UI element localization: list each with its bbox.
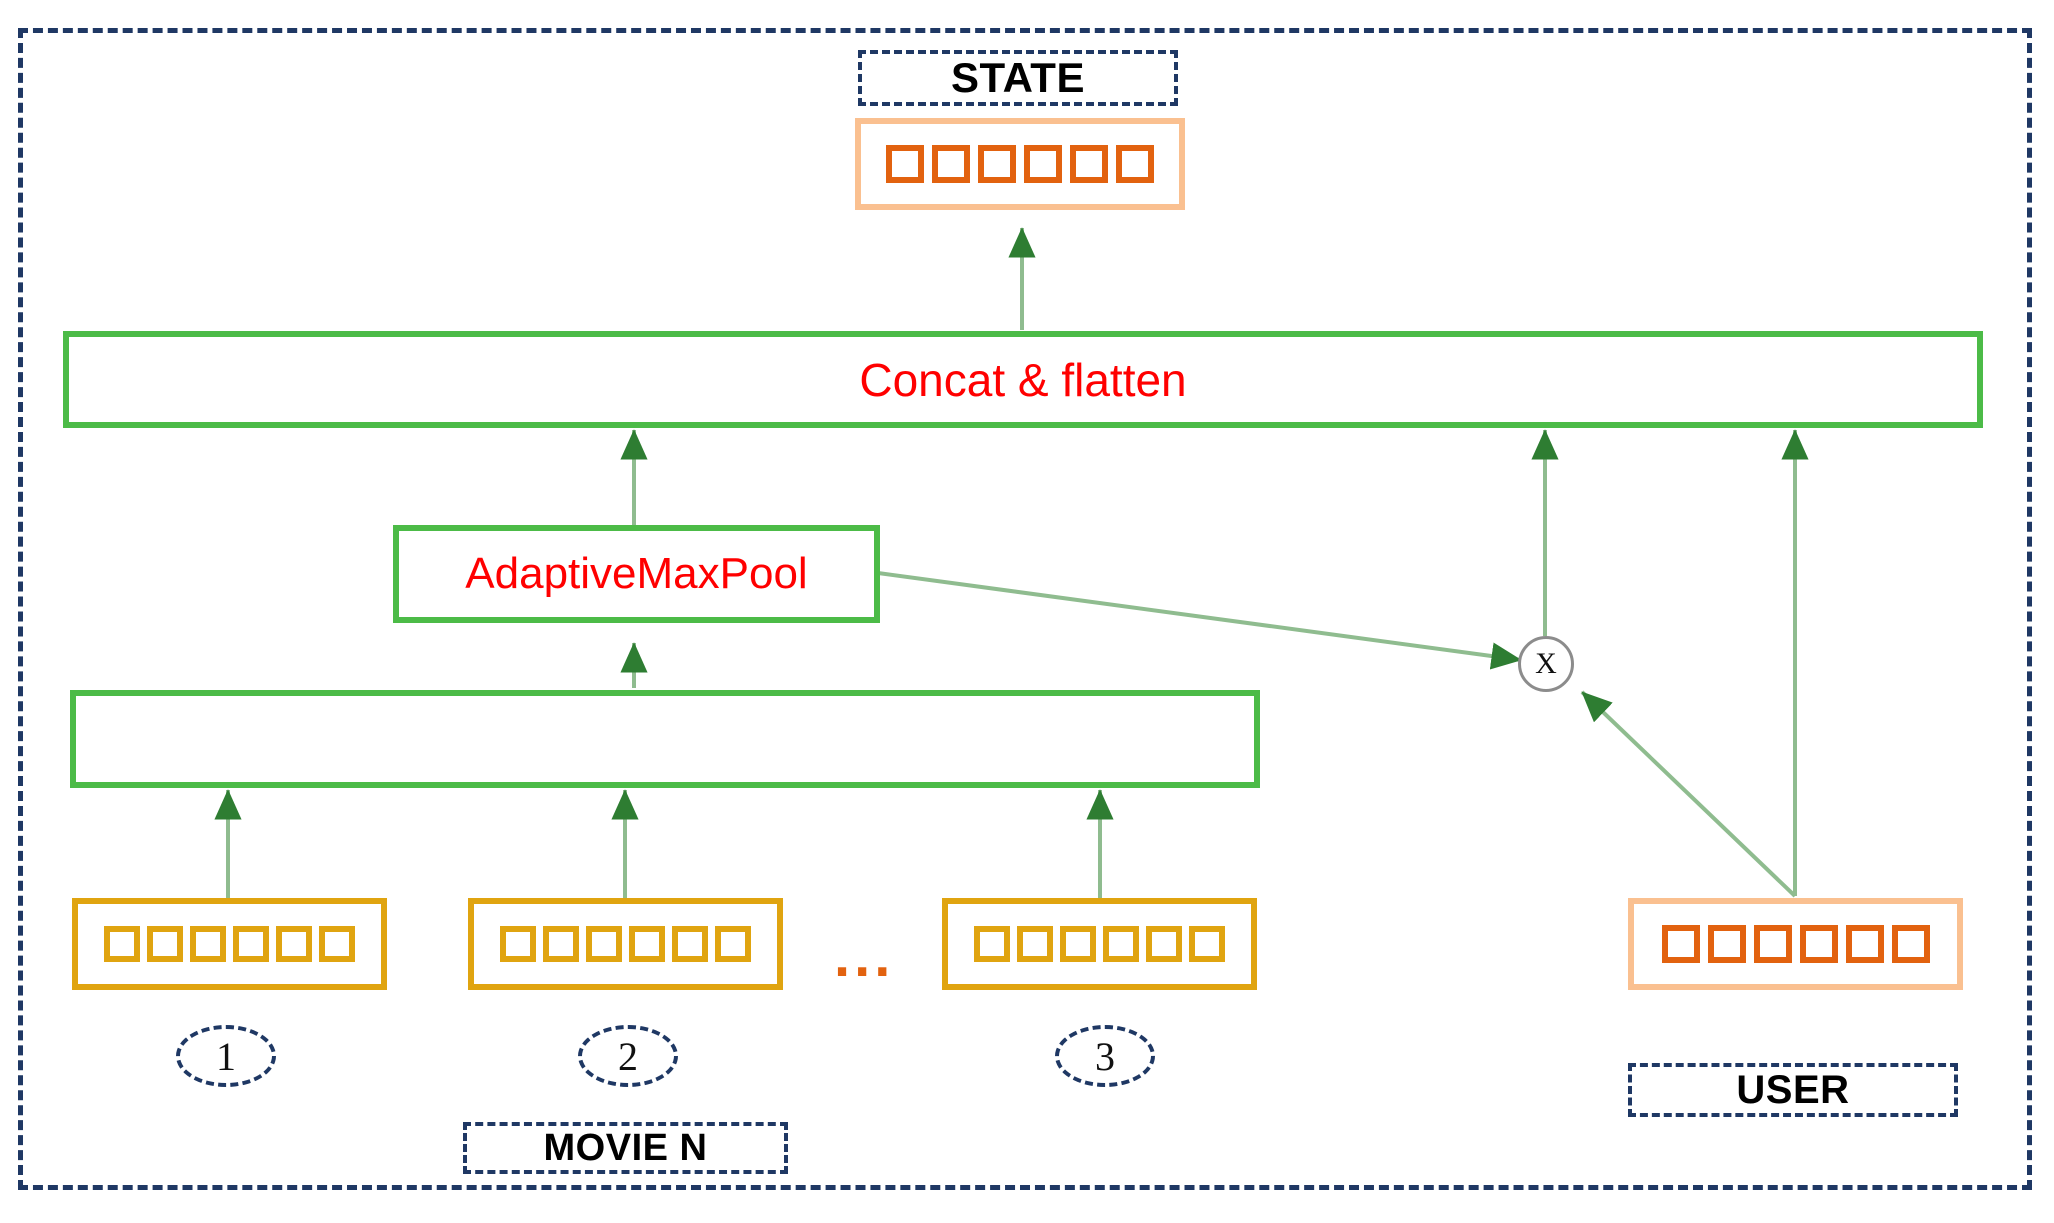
user-cells [1661,925,1930,963]
multiply-node[interactable]: X [1518,636,1574,692]
user-cell [1799,925,1838,963]
user-cell [1753,925,1792,963]
adaptive-max-pool-label: AdaptiveMaxPool [465,549,808,598]
movie-strips-ellipsis: ... [834,928,894,986]
movie-n-label-text: MOVIE N [543,1126,708,1169]
movie-3-cells [974,926,1225,962]
state-cell [1070,145,1108,183]
state-label-box: STATE [858,50,1178,106]
movie-n-label-box: MOVIE N [463,1122,788,1174]
movie-embedding-strip-1 [72,898,387,990]
state-cells [886,145,1154,183]
state-cell [978,145,1016,183]
movie-index-label: 3 [1095,1033,1115,1079]
outer-dashed-frame [18,28,2032,1190]
user-cell [1661,925,1700,963]
state-cell [1024,145,1062,183]
movie-cell [500,926,536,962]
movie-index-label: 1 [216,1033,236,1079]
multiply-symbol: X [1535,647,1557,680]
state-cell [932,145,970,183]
concat-flatten-bar[interactable]: Concat & flatten [63,331,1983,428]
movie-cell [319,926,355,962]
adaptive-max-pool-box[interactable]: AdaptiveMaxPool [393,525,880,623]
user-cell [1707,925,1746,963]
movie-index-label: 2 [618,1033,638,1079]
ellipsis-text: ... [834,924,895,989]
movie-embedding-aggregate-bar[interactable] [70,690,1260,788]
movie-cell [672,926,708,962]
user-label-text: USER [1736,1067,1850,1112]
movie-cell [629,926,665,962]
movie-cell [1060,926,1096,962]
movie-cell [276,926,312,962]
movie-cell [147,926,183,962]
movie-embedding-strip-3 [942,898,1257,990]
movie-embedding-strip-2 [468,898,783,990]
movie-index-badge-1: 1 [176,1025,276,1087]
movie-cell [104,926,140,962]
movie-cell [974,926,1010,962]
movie-1-cells [104,926,355,962]
movie-cell [715,926,751,962]
user-cell [1845,925,1884,963]
movie-cell [1017,926,1053,962]
state-cell [1116,145,1154,183]
concat-flatten-label: Concat & flatten [859,353,1187,406]
movie-index-badge-2: 2 [578,1025,678,1087]
movie-cell [1146,926,1182,962]
user-cell [1891,925,1930,963]
movie-cell [586,926,622,962]
state-cell [886,145,924,183]
user-embedding-strip [1628,898,1963,990]
user-label-box: USER [1628,1063,1958,1117]
state-embedding-strip [855,118,1185,210]
movie-cell [233,926,269,962]
movie-index-badge-3: 3 [1055,1025,1155,1087]
movie-2-cells [500,926,751,962]
movie-cell [543,926,579,962]
movie-cell [1189,926,1225,962]
movie-cell [1103,926,1139,962]
state-label-text: STATE [951,54,1085,101]
movie-cell [190,926,226,962]
